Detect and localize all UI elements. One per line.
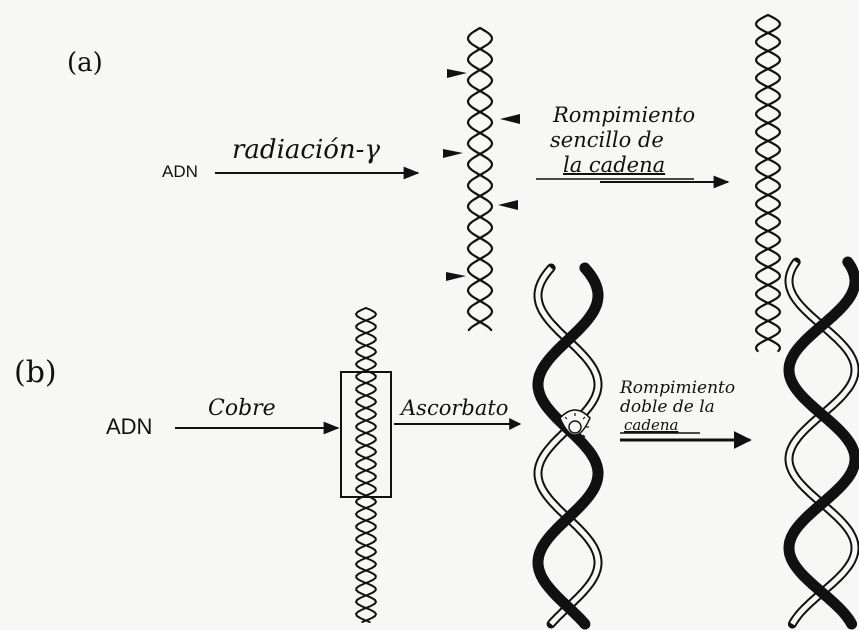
result-b-line3: cadena — [624, 418, 678, 433]
damage-marker — [443, 149, 463, 158]
dna-helix-double-break — [789, 262, 855, 624]
dna-helix-tight — [356, 308, 376, 622]
dna-helix-single-break — [756, 15, 780, 351]
dna-helix-damaged — [468, 28, 492, 330]
panel-b — [175, 262, 855, 624]
damage-marker — [447, 69, 467, 78]
dna-label-b: ADN — [106, 416, 152, 438]
dna-label-a: ADN — [162, 163, 198, 180]
result-b-line2: doble de la — [620, 399, 715, 416]
damage-marker — [498, 200, 518, 210]
damage-marker — [500, 114, 520, 124]
ascorbate-label: Ascorbato — [401, 398, 508, 419]
copper-label: Cobre — [208, 398, 276, 420]
dna-helix-large — [538, 268, 598, 624]
panel-a — [215, 15, 780, 351]
result-a-line1: Rompimiento — [553, 105, 695, 126]
damage-marker — [446, 272, 466, 281]
panel-a-label: (a) — [67, 50, 103, 76]
radiation-label: radiación-γ — [232, 137, 380, 163]
panel-b-label: (b) — [14, 358, 57, 388]
result-b-line1: Rompimiento — [620, 380, 735, 397]
result-a-line2: sencillo de — [550, 130, 664, 151]
result-a-line3: la cadena — [563, 155, 665, 176]
copper-binding-box — [341, 372, 391, 497]
